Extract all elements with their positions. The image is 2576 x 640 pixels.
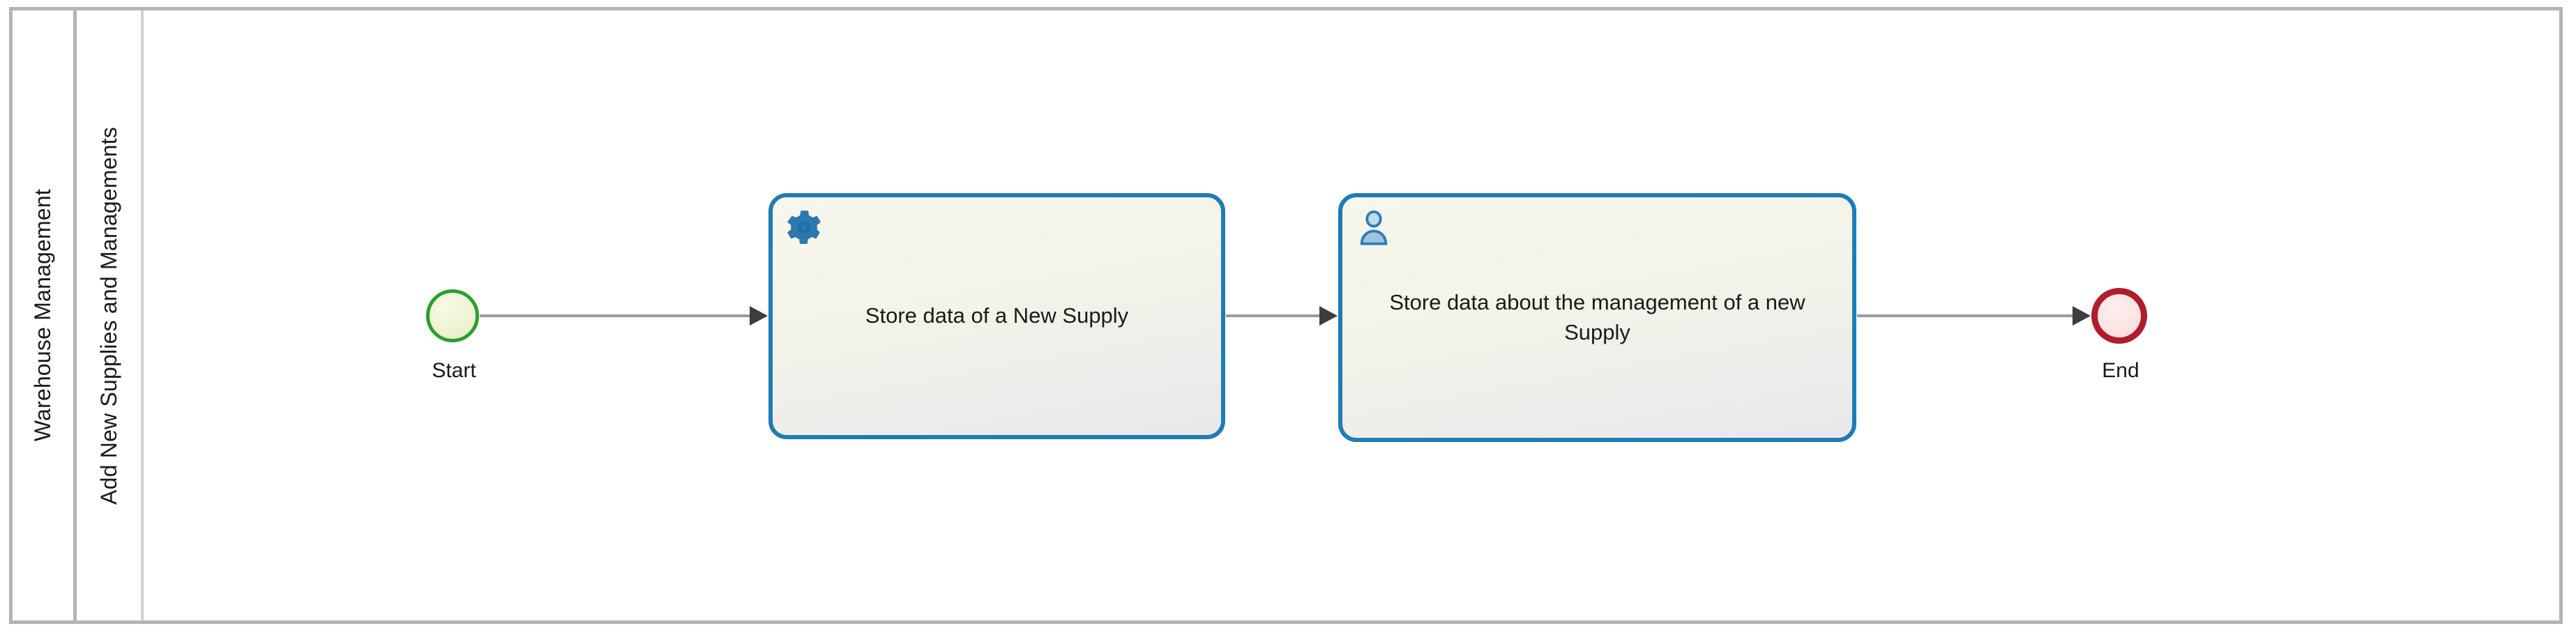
task-store-data-about-management-of-a-new-supply[interactable]: Store data about the management of a new… <box>1338 193 1856 442</box>
pool-header: Warehouse Management <box>13 10 77 620</box>
task-1-label: Store data of a New Supply <box>865 303 1129 328</box>
start-event-label: Start <box>432 359 476 382</box>
lane-name-label: Add New Supplies and Managements <box>96 126 121 505</box>
task-2-label: Store data about the management of a new… <box>1389 289 1805 344</box>
sequence-flow-task2-to-end <box>1857 314 2075 317</box>
start-event[interactable] <box>426 289 479 342</box>
lane-body: Start Store data of a New Supply <box>144 10 2559 620</box>
end-event-label: End <box>2102 359 2139 382</box>
arrowhead-icon <box>1319 306 1338 326</box>
user-icon <box>1360 210 1388 245</box>
arrowhead-icon <box>750 306 768 326</box>
sequence-flow-start-to-task1 <box>480 314 752 317</box>
lane-header: Add New Supplies and Managements <box>77 10 144 620</box>
lane-add-new-supplies-and-managements: Add New Supplies and Managements Start S… <box>77 10 2559 620</box>
arrowhead-icon <box>2073 306 2091 326</box>
sequence-flow-task1-to-task2 <box>1226 314 1321 317</box>
pool-warehouse-management: Warehouse Management Add New Supplies an… <box>9 7 2563 624</box>
pool-name-label: Warehouse Management <box>30 189 55 442</box>
task-store-data-of-a-new-supply[interactable]: Store data of a New Supply <box>768 193 1225 439</box>
gear-icon <box>787 211 821 244</box>
end-event[interactable] <box>2091 288 2147 344</box>
